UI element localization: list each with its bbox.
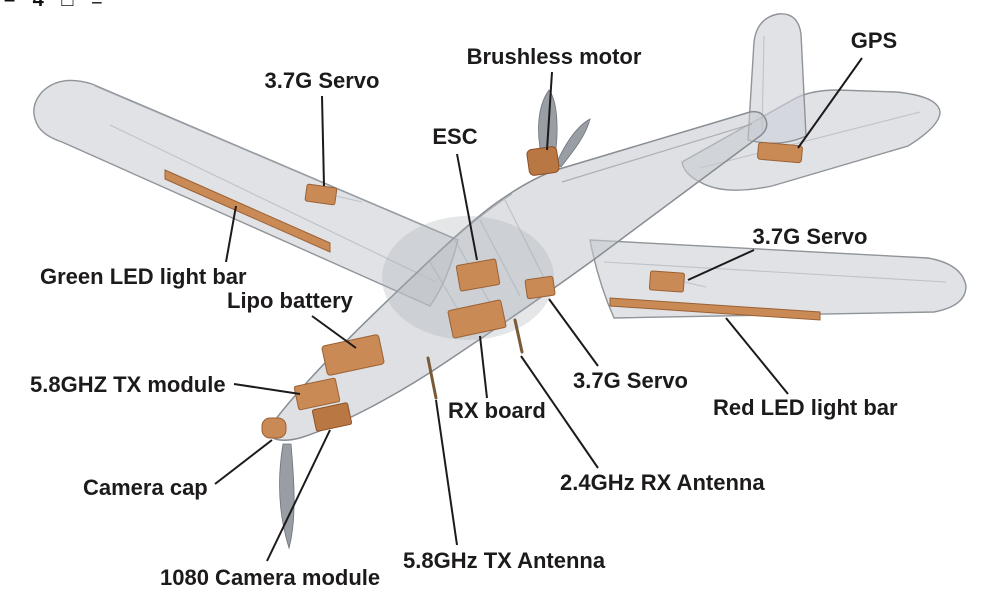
cropped-page-artifact: – 4 □ ≡ — [4, 0, 109, 11]
label-gps: GPS — [851, 28, 897, 53]
fuselage — [265, 110, 768, 441]
leader-esc — [456, 153, 478, 261]
airframe — [33, 13, 967, 550]
label-camera-cap: Camera cap — [83, 475, 208, 500]
gps-unit — [757, 141, 803, 164]
tx-antenna-wire — [426, 356, 438, 400]
fuselage-rib-3 — [479, 219, 521, 297]
leader-servo-right — [687, 249, 755, 281]
green-led-light-bar — [164, 169, 331, 253]
leader-camera-cap — [214, 439, 273, 485]
components — [164, 141, 821, 439]
label-lipo-battery: Lipo battery — [227, 288, 354, 313]
nose-folded-blade — [279, 443, 295, 550]
tail-servo — [524, 275, 556, 300]
stabilizer-panel-line — [699, 111, 921, 169]
canopy-line — [411, 193, 513, 279]
label-red-led-bar: Red LED light bar — [713, 395, 898, 420]
lipo-battery — [321, 334, 385, 376]
camera-cap — [261, 417, 287, 439]
rx-antenna-wire — [513, 318, 524, 354]
camera-module — [311, 402, 353, 432]
leader-gps — [797, 57, 863, 149]
label-servo-right-wing: 3.7G Servo — [753, 224, 868, 249]
right-wing-servo — [648, 270, 685, 293]
right-servo-linkage — [683, 281, 707, 288]
boom-line — [561, 123, 753, 183]
labels: 3.7G Servo Brushless motor GPS ESC Green… — [30, 28, 898, 590]
esc-unit — [455, 258, 501, 292]
left-servo-linkage — [335, 195, 363, 203]
leader-tx-antenna — [435, 399, 458, 546]
label-brushless-motor: Brushless motor — [467, 44, 642, 69]
label-camera-module: 1080 Camera module — [160, 565, 380, 590]
leader-green-led — [225, 205, 237, 263]
leader-brushless-motor — [546, 71, 553, 151]
label-esc: ESC — [432, 124, 477, 149]
leader-tx-module — [233, 383, 301, 395]
red-led-light-bar — [609, 297, 821, 321]
right-wing — [589, 239, 967, 319]
leader-lines — [214, 57, 863, 562]
leader-camera-module — [266, 429, 331, 562]
left-wing-leading-edge — [94, 85, 456, 240]
right-wing-spar-line — [603, 261, 947, 283]
label-rx-board: RX board — [448, 398, 546, 423]
label-green-led-bar: Green LED light bar — [40, 264, 247, 289]
label-tx-module: 5.8GHZ TX module — [30, 372, 226, 397]
rx-board — [447, 299, 507, 339]
leader-lipo-battery — [311, 315, 357, 349]
label-rx-antenna: 2.4GHz RX Antenna — [560, 470, 765, 495]
left-wing-spar-line — [109, 124, 437, 283]
leader-red-led — [725, 317, 789, 395]
tx-module — [293, 377, 341, 411]
leader-servo-left — [321, 95, 325, 187]
label-servo-tail: 3.7G Servo — [573, 368, 688, 393]
leader-rx-board — [479, 335, 488, 399]
brushless-motor — [526, 146, 560, 176]
leader-rx-antenna — [520, 355, 599, 469]
leader-servo-tail — [548, 298, 599, 367]
label-tx-antenna: 5.8GHz TX Antenna — [403, 548, 606, 573]
fuselage-rib-4 — [504, 199, 546, 281]
label-servo-left-wing: 3.7G Servo — [265, 68, 380, 93]
left-wing-servo — [304, 183, 338, 206]
propeller-blade-side — [555, 118, 591, 168]
